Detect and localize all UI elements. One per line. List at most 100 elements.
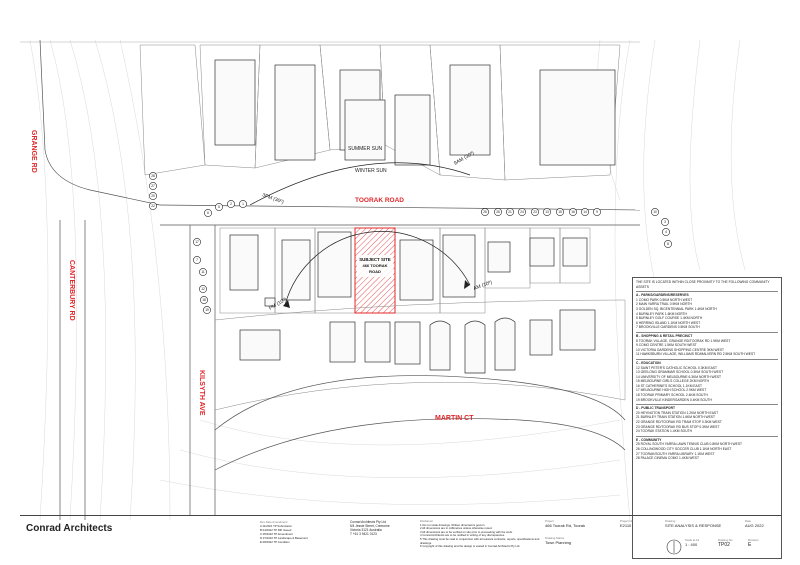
legend-item: 13 GEELONG GRAMMAR SCHOOL 0.3KM SOUTH WE… [636,370,724,375]
scale-value: 1 : 400 [685,542,698,547]
marker-number: 5 [218,205,220,209]
sun-arrow-left [283,300,290,308]
building [562,237,588,267]
marker-circle [662,228,670,236]
projno-cell: Project No E2110 [620,519,660,528]
building [559,309,596,351]
legend-section-title: A - PARKS/GARDENS/RESERVES [636,291,778,298]
building [364,321,391,363]
legend-item: 10 VICTORIA GARDENS SHOPPING CENTRE 3KM … [636,347,725,352]
marker-circle [556,208,564,216]
drawing-value: SITE ANALYSIS & RESPONSE [665,523,722,528]
marker-circle [200,296,208,304]
marker-circle [506,208,514,216]
marker-number: 13 [545,210,549,214]
martin-ct-edge [214,375,626,431]
rev-row: E 08/2022 TP Condition [260,540,290,544]
building [487,241,511,273]
disclaimer-line: 1 Do not scale drawings. Written dimensi… [420,522,486,527]
building [464,320,486,374]
office-address: Conrad Architects Pty Ltd 5/4 Jessie Str… [350,520,410,536]
legend-item: 6 HERRING ISLAND 1.1KM NORTH WEST [636,320,701,325]
summer-sun-label: SUMMER SUN [348,146,383,152]
legend-item: 4 BURNLEY PARK 1.6KM NORTH [636,311,687,316]
marker-circle [569,208,577,216]
building [449,64,491,156]
legend-item: 19 BROOKVILLE KINDERGARDEN 0.4KM SOUTH [636,397,712,402]
building [214,59,256,146]
building [442,234,476,298]
canterbury-rd-label: CANTERBURY RD [68,260,75,321]
building [239,329,281,361]
legend-item: 24 TOORAK STATION 1.4KM SOUTH [636,429,692,434]
marker-circle [664,240,672,248]
marker-number: 8 [667,242,669,246]
middle-buildings [229,231,588,307]
subject-site-line3: ROAD [369,269,381,274]
marker-number: 27 [151,184,155,188]
canterbury-road [59,220,86,520]
contour-lines [29,39,746,521]
marker-number: 28 [151,174,155,178]
marker-circle [543,208,551,216]
building [529,319,553,356]
disclaimer-line: 5 This drawing must be read in conjuncti… [420,536,540,545]
marker-number: 7 [196,258,198,262]
disclaimer-line: 4 Conrad Architects are to be notified i… [420,533,505,538]
address-line: Victoria 3121 Australia [350,528,382,532]
marker-number: 14 [583,210,587,214]
marker-number: 2 [230,202,232,206]
dwgno-value: TP02 [718,542,730,548]
legend-section-title: D - PUBLIC TRANSPORT [636,404,778,411]
north-buildings [214,59,616,166]
building [539,69,616,166]
marker-circle [149,202,157,210]
building [317,231,352,298]
south-buildings [239,309,596,374]
disclaimer-block: Disclaimer 1 Do not scale drawings. Writ… [420,520,540,549]
marker-number: 6 [207,211,209,215]
legend-item: 20 HEYINGTON TRAIN STATION 1.2KM NORTH E… [636,410,719,415]
subject-site-line2: 466 TOORAK [362,263,387,268]
legend-section-title: E - COMMUNITY [636,435,778,443]
status-value: Town Planning [545,540,572,545]
rev-row: A 11/2021 TP Submission [260,524,292,528]
marker-circle [593,208,601,216]
marker-number: 19 [205,308,209,312]
legend-item: 14 UNIVERSITY OF MELBOURNE 6.3KM NORTH W… [636,374,722,379]
marker-number: 11 [201,270,205,274]
legend-item: 28 PALACE CINEMA COMO 1.4KM WEST [636,456,699,461]
marker-number: 4 [665,230,667,234]
sun-arrow-right [464,280,470,289]
status-label: Drawing Status [545,536,564,540]
rev-row: D 07/2022 TP Landscape & Basement [260,536,308,540]
legend-item: 27 TOORAK/SOUTH YARRA LIBRARY 1.1KM WEST [636,451,715,456]
marker-circle [199,285,207,293]
marker-circle [481,208,489,216]
projno-value: E2110 [620,523,632,528]
building [394,321,421,365]
rev-row: B 04/2022 TP RFI Issued [260,528,292,532]
marker-number: 1 [242,202,244,206]
marker-circle [203,306,211,314]
martin-ct-edge-2 [214,418,626,471]
marker-circle [494,208,502,216]
legend-item: 11 HAWKSBURN VILLAGE, WILLIAMS RD/MALVER… [636,352,756,357]
building [529,237,555,267]
scale-label: Scale at A1 [685,538,700,542]
building [274,64,316,161]
winter-sun-label: WINTER SUN [355,168,387,174]
address-line: T +61 3 9421 0123 [350,532,377,536]
building [429,320,451,371]
disclaimer-list: 1 Do not scale drawings. Written dimensi… [420,522,540,549]
legend-item: 18 TOORAK PRIMARY SCHOOL 2.4KM SOUTH [636,393,708,398]
marker-circle [149,192,157,200]
marker-circle [193,256,201,264]
drawing-label: Drawing [665,519,676,523]
building [394,94,431,166]
legend-item: 5 BURNLEY GOLF COURSE 1.4KM NORTH [636,316,703,321]
date-value: AUG 2022 [745,523,764,528]
